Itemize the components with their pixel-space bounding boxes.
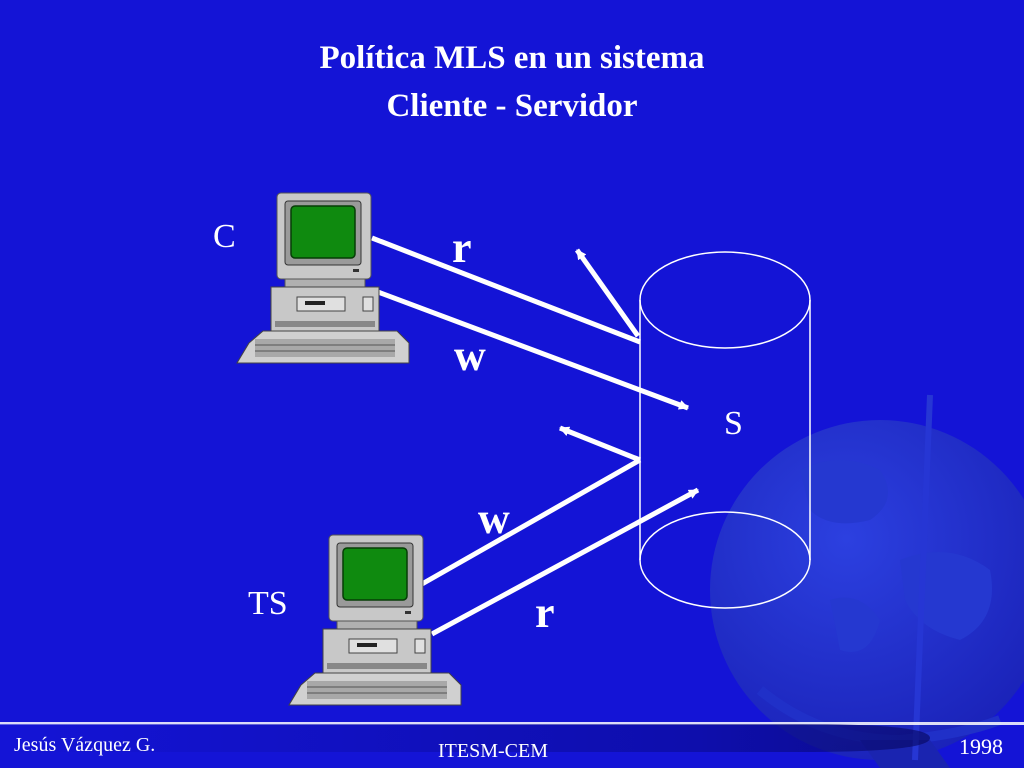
trusted-read-label: r: [535, 588, 555, 637]
globe-icon: [710, 420, 1024, 760]
trusted-subject-label: TS: [248, 585, 288, 622]
client-computer-icon: [236, 192, 410, 364]
trusted-write-arrow: [559, 425, 641, 463]
client-read-arrow: [574, 248, 641, 338]
server-label: S: [724, 405, 743, 442]
footer-year: 1998: [959, 734, 1003, 759]
client-read-label: r: [452, 223, 472, 272]
client-write-label: w: [454, 331, 486, 380]
client-connections: [371, 235, 689, 411]
slide-title-line2: Cliente - Servidor: [386, 88, 638, 124]
trusted-connections: [420, 425, 700, 637]
trusted-write-label: w: [478, 494, 510, 543]
trusted-read-arrow: [430, 487, 700, 637]
footer-author: Jesús Vázquez G.: [14, 734, 156, 756]
client-label: C: [213, 218, 236, 255]
slide-title-line1: Política MLS en un sistema: [319, 40, 705, 76]
client-write-arrow: [377, 289, 689, 411]
server-cylinder: [639, 251, 811, 609]
footer-institution: ITESM-CEM: [438, 740, 548, 762]
trusted-computer-icon: [288, 534, 462, 706]
